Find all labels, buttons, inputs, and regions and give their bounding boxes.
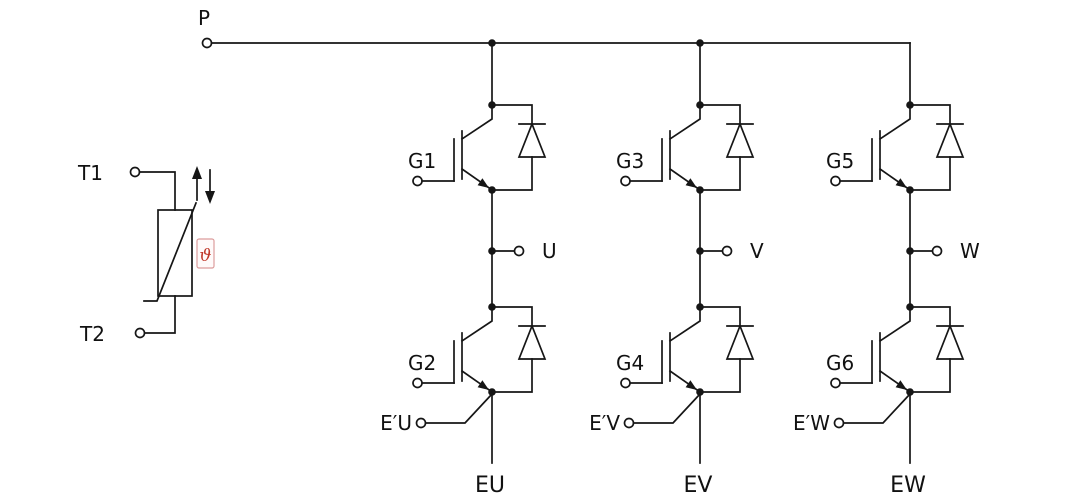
- aux-emitter-terminal-v: [623, 417, 635, 429]
- emitter-label-eu: EU: [475, 473, 505, 498]
- aux-emitter-terminal-u: [415, 417, 427, 429]
- output-label-u: U: [542, 239, 557, 263]
- aux-emitter-terminal-w: [833, 417, 845, 429]
- t1-wire: [138, 171, 176, 211]
- thermistor-diagonal: [143, 201, 198, 302]
- igbt-upper-v: [620, 100, 754, 195]
- igbt-upper-w: [830, 100, 964, 195]
- aux-emitter-wire: [632, 392, 702, 424]
- phase-leg-v: V G3 G4 E′V EV: [589, 100, 764, 498]
- gate-label-g5: G5: [826, 149, 854, 173]
- output-label-w: W: [960, 239, 980, 263]
- gate-label-g3: G3: [616, 149, 644, 173]
- aux-emitter-wire: [842, 392, 912, 424]
- igbt-lower-w: [830, 302, 964, 397]
- bus-junction-dot-u: [488, 39, 496, 47]
- emitter-label-ev: EV: [684, 473, 713, 498]
- aux-emitter-label-w: E′W: [793, 411, 830, 435]
- bus-junction-dot-v: [696, 39, 704, 47]
- gate-label-g2: G2: [408, 351, 436, 375]
- aux-emitter-wire: [424, 392, 494, 424]
- t1-label: T1: [77, 161, 103, 185]
- thermistor-body: [157, 209, 193, 297]
- t2-label: T2: [79, 322, 105, 346]
- theta-symbol: ϑ: [199, 246, 211, 266]
- t1-terminal: [129, 166, 141, 178]
- output-terminal-u: [513, 245, 525, 257]
- igbt-lower-v: [620, 302, 754, 397]
- dc-bus: P: [198, 6, 911, 106]
- aux-emitter-label-v: E′V: [589, 411, 620, 435]
- t2-terminal: [134, 327, 146, 339]
- down-arrow-icon: [205, 191, 215, 204]
- igbt-lower-u: [412, 302, 546, 397]
- output-label-v: V: [750, 239, 764, 263]
- output-terminal-v: [721, 245, 733, 257]
- dc-plus-label: P: [198, 6, 210, 30]
- phase-leg-u: U G1 G2 E′U EU: [380, 100, 557, 498]
- gate-label-g6: G6: [826, 351, 854, 375]
- up-arrow-icon: [192, 166, 202, 179]
- aux-emitter-label-u: E′U: [380, 411, 412, 435]
- gate-label-g1: G1: [408, 149, 436, 173]
- theta-box: [196, 238, 215, 269]
- phase-leg-w: W G5 G6 E′W EW: [793, 100, 980, 498]
- gate-label-g4: G4: [616, 351, 644, 375]
- t2-wire: [143, 295, 176, 334]
- igbt-upper-u: [412, 100, 546, 195]
- output-terminal-w: [931, 245, 943, 257]
- ntc-thermistor: T1 T2 ϑ: [77, 161, 215, 346]
- dc-plus-terminal: [201, 37, 213, 49]
- emitter-label-ew: EW: [890, 473, 926, 498]
